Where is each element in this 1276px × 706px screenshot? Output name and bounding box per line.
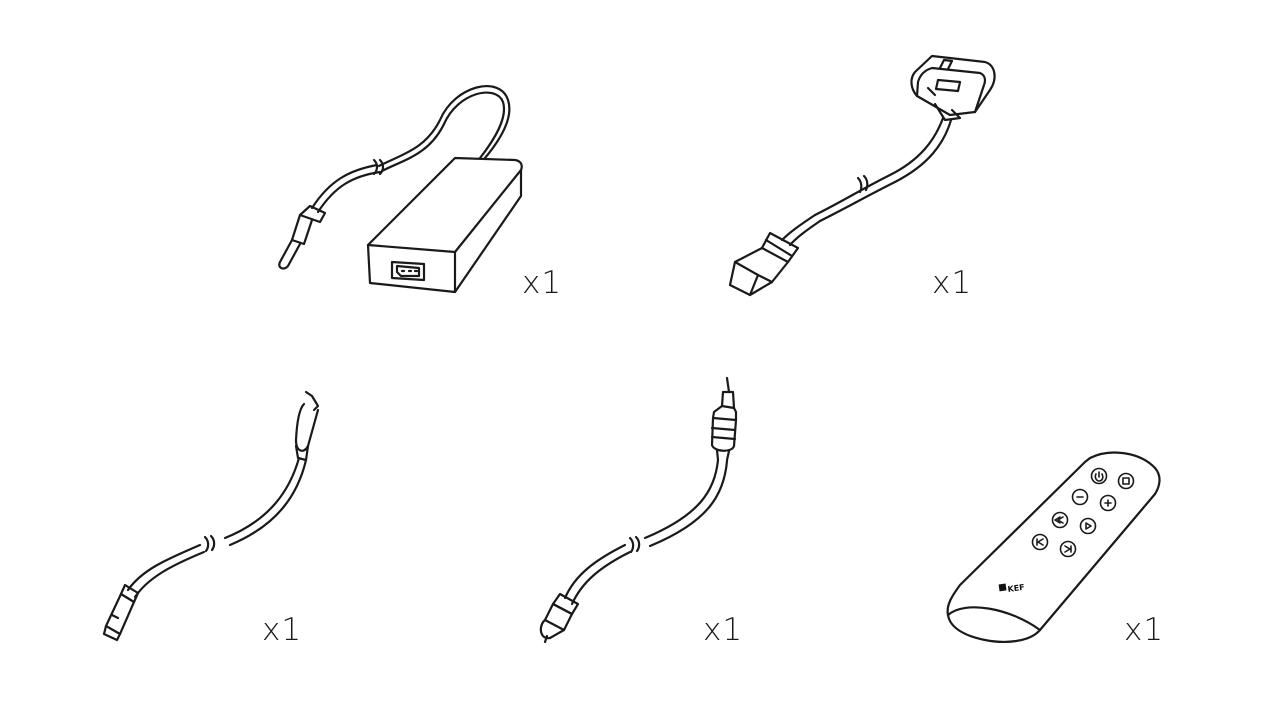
optical-cable-quantity: x1 <box>703 612 744 648</box>
remote-brand-logo: KEF <box>1007 583 1025 594</box>
mains-plug-cable-icon <box>728 54 996 297</box>
power-adapter-quantity: x1 <box>522 265 563 301</box>
usb-cable-icon <box>102 390 320 642</box>
optical-cable-icon <box>539 376 738 644</box>
remote-control-quantity: x1 <box>1124 612 1165 648</box>
mains-cable-quantity: x1 <box>932 265 973 301</box>
usb-cable-quantity: x1 <box>262 612 303 648</box>
power-adapter-icon <box>278 85 523 294</box>
remote-control-icon: KEF <box>946 451 1161 643</box>
